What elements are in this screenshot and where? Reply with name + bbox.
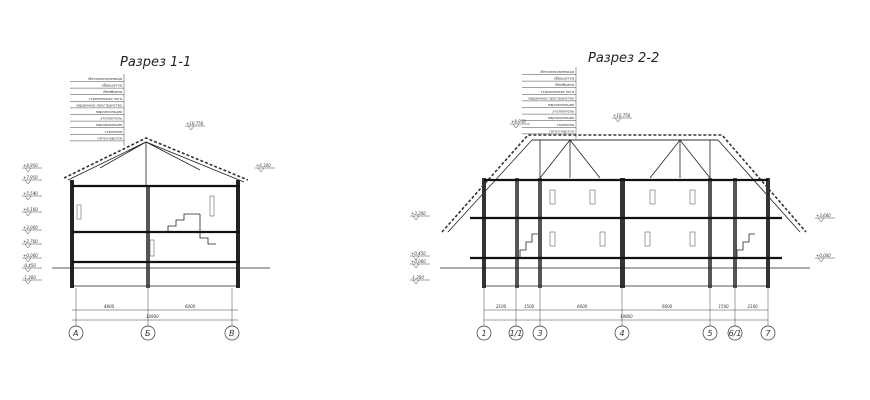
axis-circle	[614, 325, 630, 341]
axis-label: 6/1	[729, 329, 742, 338]
axis-circle	[727, 325, 743, 341]
level-mark: +3,200	[411, 211, 426, 216]
level-mark: -1,200	[23, 275, 36, 280]
layer-label: пароизоляция	[96, 123, 122, 127]
dimension: 10800	[146, 314, 159, 319]
dimensions: 2100 1500 6600 6600 1500 2100 19800	[496, 304, 758, 319]
layer-label: стропильная нога	[89, 97, 122, 101]
window	[76, 204, 82, 220]
dimension: 4800	[104, 304, 115, 309]
axis-label: 3	[537, 329, 542, 338]
layer-label: Металлочерепица	[540, 70, 574, 74]
dimension: 2100	[496, 304, 507, 309]
level-marks: +8,950 +10,750 +3,200 +0,450 +0,000 -1,200 +3,…	[410, 113, 835, 285]
level-mark: +10,750	[613, 113, 631, 118]
section-2-title: Разрез 2-2	[588, 51, 659, 66]
layer-label: гипсо-картон	[549, 129, 574, 133]
axis-label: Б	[145, 329, 151, 338]
layer-label: Мембрана	[103, 90, 122, 94]
level-mark: +6,100	[23, 207, 38, 212]
axis-circle	[532, 325, 548, 341]
section-1-1: Разрез 1-1 Металлочерепица обрешеткаМембр…	[22, 55, 275, 341]
layer-label: утеплитель	[551, 110, 574, 114]
axis-circle	[760, 325, 776, 341]
level-mark: +6,300	[256, 163, 271, 168]
axis-circle	[140, 325, 156, 341]
roof	[441, 134, 807, 233]
wall-c	[236, 180, 240, 288]
level-mark: +0,450	[411, 251, 426, 256]
layer-label: пароизоляция	[96, 110, 122, 114]
axis-circle	[476, 325, 492, 341]
dimension: 1500	[524, 304, 535, 309]
level-mark: +5,540	[23, 191, 38, 196]
openings	[519, 189, 755, 258]
axis-label: 4	[619, 329, 624, 338]
level-mark: +0,000	[411, 259, 426, 264]
dimension: 6000	[185, 304, 196, 309]
level-mark: +3,000	[23, 225, 38, 230]
rafter	[99, 141, 147, 169]
axis-circle	[508, 325, 524, 341]
level-mark: -1,200	[411, 275, 424, 280]
stair	[199, 214, 216, 245]
axis-markers: А Б В	[68, 288, 240, 341]
dimension: 1500	[719, 304, 730, 309]
layer-label: стропила	[557, 123, 574, 127]
walls	[482, 178, 770, 288]
axis-circle	[68, 325, 84, 341]
section-2-2: Разрез 2-2 Металлочерепица обрешеткаМембр…	[410, 51, 835, 341]
level-mark: +0,000	[816, 253, 831, 258]
layer-label: Металлочерепица	[88, 77, 122, 81]
layer-label: стропильная нога	[541, 90, 574, 94]
dimension: 6600	[577, 304, 588, 309]
level-mark: +0,000	[23, 253, 38, 258]
layer-label: обрешетка	[554, 77, 574, 81]
level-mark: +3,600	[816, 213, 831, 218]
axis-label: В	[229, 329, 235, 338]
layer-label: чердачное пространство	[76, 103, 122, 107]
roof	[63, 137, 249, 181]
level-mark: +7,950	[23, 175, 38, 180]
trusses	[539, 139, 711, 179]
dimension: 6600	[662, 304, 673, 309]
dimension: 2100	[748, 304, 759, 309]
level-marks: +8,950 +7,950 +5,540 +6,100 +3,000 +2,700 +0,0…	[22, 121, 275, 285]
layer-label: стропила	[105, 130, 122, 134]
level-mark: +8,950	[511, 119, 526, 124]
window	[209, 195, 215, 217]
axis-markers: 1 1/1 3 4 5 6/1 7	[476, 288, 776, 341]
level-mark: +10,750	[186, 121, 204, 126]
axis-label: 5	[707, 329, 712, 338]
door	[149, 239, 155, 257]
roof-underside	[67, 141, 245, 183]
layer-label: чердачное пространство	[528, 96, 574, 100]
rafter	[145, 141, 201, 171]
axis-label: А	[72, 329, 78, 338]
stair	[160, 213, 200, 233]
level-mark: -0,450	[23, 263, 36, 268]
layer-label: Мембрана	[555, 83, 574, 87]
dimension: 19800	[620, 314, 633, 319]
section-1-title: Разрез 1-1	[120, 55, 191, 70]
level-mark: +8,950	[23, 163, 38, 168]
axis-label: 1	[481, 329, 486, 338]
axis-circle	[702, 325, 718, 341]
wall-a	[70, 180, 74, 288]
axis-label: 7	[765, 329, 771, 338]
layer-label: обрешетка	[102, 84, 122, 88]
wall-b	[146, 186, 150, 288]
layer-label: пароизоляция	[548, 103, 574, 107]
axis-circle	[224, 325, 240, 341]
layer-label: утеплитель	[99, 117, 122, 121]
layer-label: пароизоляция	[548, 116, 574, 120]
level-mark: +2,700	[23, 239, 38, 244]
axis-label: 1/1	[510, 329, 523, 338]
layer-label: гипсо-картон	[97, 136, 122, 140]
